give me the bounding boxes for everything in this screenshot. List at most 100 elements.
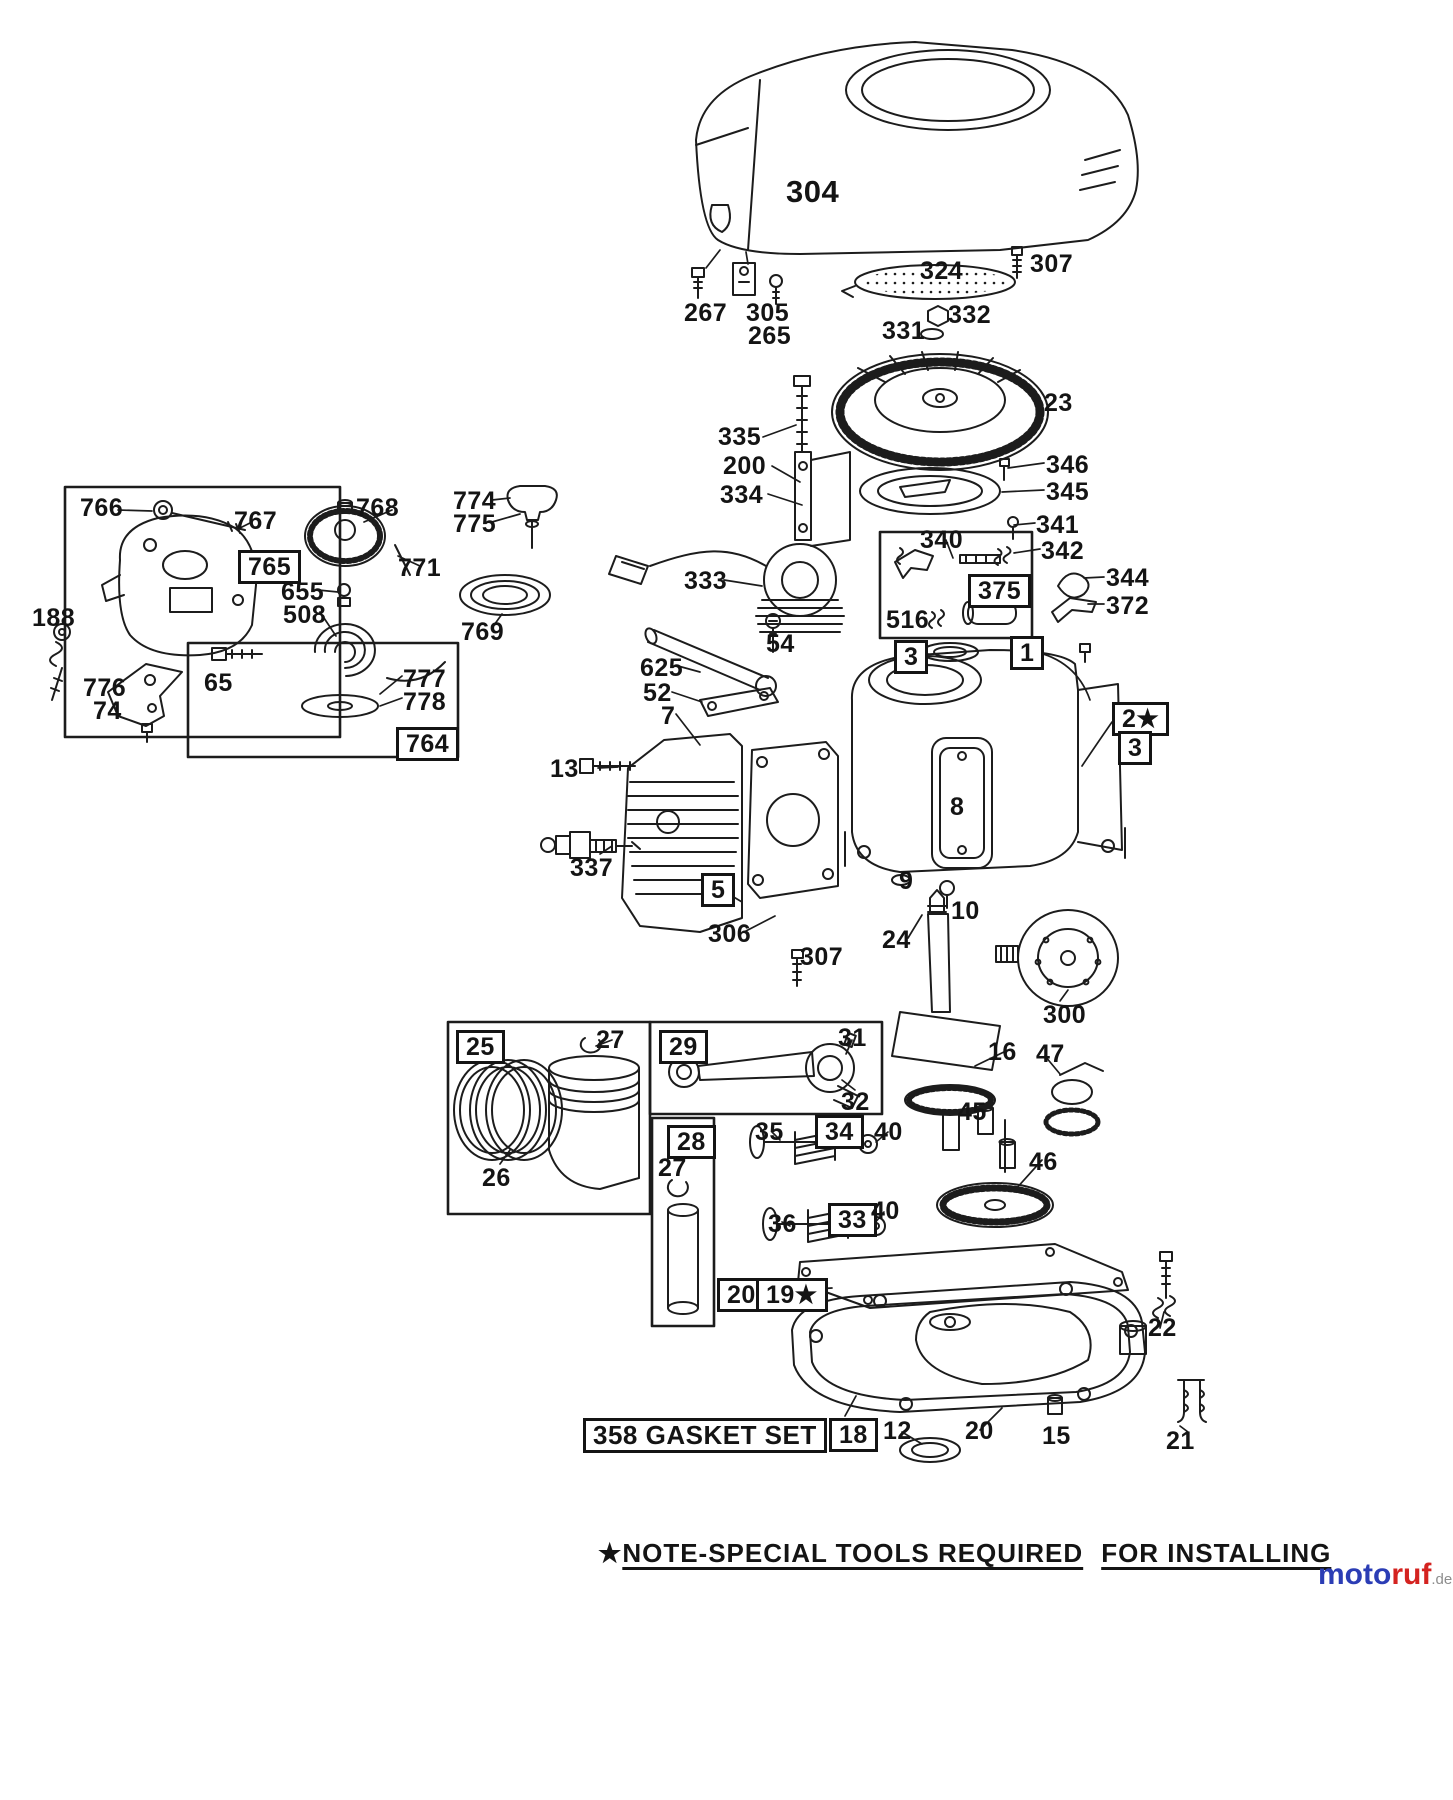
part-label-34-68: 34 — [815, 1115, 864, 1150]
region-boxes — [63, 485, 1034, 1328]
part-label-300-39: 300 — [1043, 1001, 1087, 1029]
part-label-335-9: 335 — [718, 423, 762, 451]
part-label-54-22: 54 — [766, 630, 795, 658]
part-label-776-52: 776 — [83, 674, 127, 702]
part-label-655-47: 655 — [281, 578, 325, 606]
top-fasteners-drawing — [691, 262, 783, 305]
part-label-346-12: 346 — [1046, 451, 1090, 479]
part-label-305-6: 305 — [746, 299, 790, 327]
crankshaft-drawing — [891, 889, 1119, 1151]
part-label-52-26: 52 — [643, 679, 672, 707]
magneto-drawing — [608, 543, 845, 633]
part-label-19--76: 19★ — [756, 1278, 828, 1313]
logo-ruf[interactable]: ruf — [1391, 1558, 1432, 1591]
part-label-46-71: 46 — [1029, 1148, 1058, 1176]
motoruf-logo[interactable]: motoruf.de — [1318, 1558, 1452, 1592]
part-label-200-10: 200 — [723, 452, 767, 480]
part-label-358-gasket-set-79: 358 GASKET SET — [583, 1418, 827, 1454]
part-label-7-27: 7 — [661, 702, 676, 730]
part-label-12-81: 12 — [883, 1417, 912, 1445]
part-label-1-24: 1 — [1010, 636, 1045, 671]
stop-ring-drawing — [859, 458, 1019, 566]
part-label-188-50: 188 — [32, 604, 76, 632]
part-label-334-11: 334 — [720, 481, 764, 509]
part-label-3-29: 3 — [1118, 731, 1153, 766]
part-label-333-20: 333 — [684, 567, 728, 595]
part-label-375-19: 375 — [968, 574, 1032, 609]
part-label-65-51: 65 — [204, 669, 233, 697]
logo-moto[interactable]: moto — [1318, 1558, 1392, 1591]
part-label-764-56: 764 — [396, 727, 460, 762]
part-label-23-8: 23 — [1044, 389, 1073, 417]
part-label-8-31: 8 — [950, 793, 965, 821]
part-label-307-37: 307 — [800, 943, 844, 971]
part-label-337-32: 337 — [570, 854, 614, 882]
part-label-47-63: 47 — [1036, 1040, 1065, 1068]
part-label-28-65: 28 — [667, 1125, 716, 1160]
logo-de[interactable]: .de — [1431, 1571, 1453, 1588]
part-label-778-55: 778 — [403, 688, 447, 716]
part-label-767-41: 767 — [234, 507, 278, 535]
part-label-27-58: 27 — [596, 1026, 625, 1054]
piston-drawing — [453, 1037, 640, 1190]
part-label-31-60: 31 — [838, 1024, 867, 1052]
part-label-18-80: 18 — [829, 1418, 878, 1453]
part-label-304-0: 304 — [786, 174, 840, 209]
part-label-324-2: 324 — [920, 257, 964, 285]
part-label-20-82: 20 — [965, 1417, 994, 1445]
note-star: ★ — [598, 1538, 623, 1568]
part-label-774-43: 774 — [453, 487, 497, 515]
part-label-342-15: 342 — [1041, 537, 1085, 565]
part-label-516-21: 516 — [886, 606, 930, 634]
flywheel-drawing — [831, 351, 1049, 471]
part-label-25-57: 25 — [456, 1030, 505, 1065]
note-tail-text: FOR INSTALLING — [1101, 1538, 1332, 1568]
part-label-332-3: 332 — [948, 301, 992, 329]
connecting-rod-drawing — [666, 1031, 859, 1315]
part-label-769-49: 769 — [461, 618, 505, 646]
part-label-40-69: 40 — [874, 1118, 903, 1146]
part-label-21-78: 21 — [1166, 1427, 1195, 1455]
part-label-35-67: 35 — [755, 1118, 784, 1146]
part-label-372-18: 372 — [1106, 592, 1150, 620]
part-label-3-23: 3 — [894, 640, 929, 675]
part-label-340-16: 340 — [920, 526, 964, 554]
part-label-307-1: 307 — [1030, 250, 1074, 278]
part-label-766-40: 766 — [80, 494, 124, 522]
intake-drawing — [644, 613, 781, 717]
part-label-768-42: 768 — [356, 494, 400, 522]
screen-drawing — [841, 246, 1023, 340]
part-label-765-45: 765 — [238, 550, 302, 585]
part-label-625-25: 625 — [640, 654, 684, 682]
part-label-22-77: 22 — [1148, 1314, 1177, 1342]
part-label-40-74: 40 — [871, 1197, 900, 1225]
part-label-267-5: 267 — [684, 299, 728, 327]
part-label-265-7: 265 — [748, 322, 792, 350]
part-label-331-4: 331 — [882, 317, 926, 345]
part-label-777-54: 777 — [403, 665, 447, 693]
bracket-drawing — [793, 375, 851, 547]
part-label-16-62: 16 — [988, 1038, 1017, 1066]
blower-housing-drawing — [695, 41, 1139, 255]
part-label-15-83: 15 — [1042, 1422, 1071, 1450]
part-label-33-73: 33 — [828, 1203, 877, 1238]
part-label-771-46: 771 — [398, 554, 442, 582]
part-label-2--28: 2★ — [1112, 702, 1170, 737]
part-label-10-35: 10 — [951, 897, 980, 925]
part-label-36-72: 36 — [768, 1210, 797, 1238]
part-label-24-38: 24 — [882, 926, 911, 954]
part-label-26-64: 26 — [482, 1164, 511, 1192]
part-label-45-70: 45 — [958, 1098, 987, 1126]
part-label-13-30: 13 — [550, 755, 579, 783]
part-label-775-44: 775 — [453, 510, 497, 538]
part-label-32-61: 32 — [841, 1088, 870, 1116]
part-label-5-33: 5 — [701, 873, 736, 908]
part-label-344-17: 344 — [1106, 564, 1150, 592]
part-label-508-48: 508 — [283, 601, 327, 629]
part-label-341-14: 341 — [1036, 511, 1080, 539]
part-label-27-66: 27 — [658, 1154, 687, 1182]
